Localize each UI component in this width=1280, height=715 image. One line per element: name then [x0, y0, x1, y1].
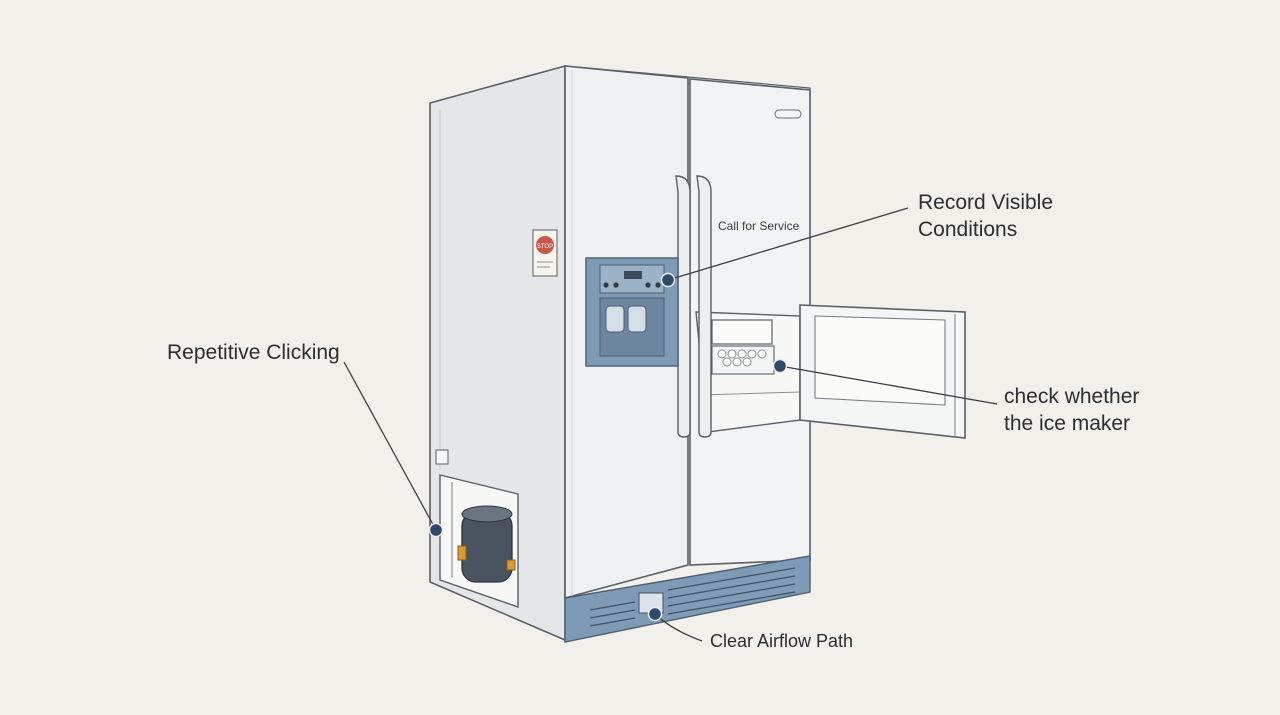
door-handles — [675, 175, 712, 438]
callout-dot-clear-airflow — [647, 606, 663, 622]
warning-sticker: STOP — [532, 229, 558, 277]
base-kick-plate — [564, 555, 811, 643]
callout-record-visible-line1: Record Visible — [918, 191, 1054, 214]
ice-maker — [711, 319, 773, 345]
callout-ice-maker-line2: the ice maker — [1004, 412, 1131, 435]
callout-dot-record-visible — [660, 272, 676, 288]
callout-markers — [428, 272, 788, 622]
callout-ice-maker: check whether the ice maker — [1004, 383, 1139, 437]
callout-ice-maker-line1: check whether — [1004, 385, 1140, 408]
door-note: Call for Service — [718, 219, 800, 233]
compressor — [457, 505, 516, 583]
brand-badge — [774, 109, 802, 119]
open-freezer-door-panel — [799, 304, 966, 439]
callout-repetitive-clicking: Repetitive Clicking — [167, 341, 340, 364]
dispenser-panel — [585, 257, 679, 367]
leader-line-ice-maker — [779, 365, 998, 405]
callout-dot-ice-maker — [772, 358, 788, 374]
callout-clear-airflow: Clear Airflow Path — [710, 631, 854, 651]
sticker-text: STOP — [537, 244, 553, 250]
callout-dot-repetitive-clicking — [428, 522, 444, 538]
callout-record-visible-line2: Conditions — [918, 218, 1018, 241]
leader-line-repetitive-clicking — [343, 361, 437, 531]
ice-bin — [711, 345, 775, 375]
leader-line-record-visible — [667, 207, 909, 281]
callout-record-visible: Record Visible Conditions — [918, 189, 1053, 243]
